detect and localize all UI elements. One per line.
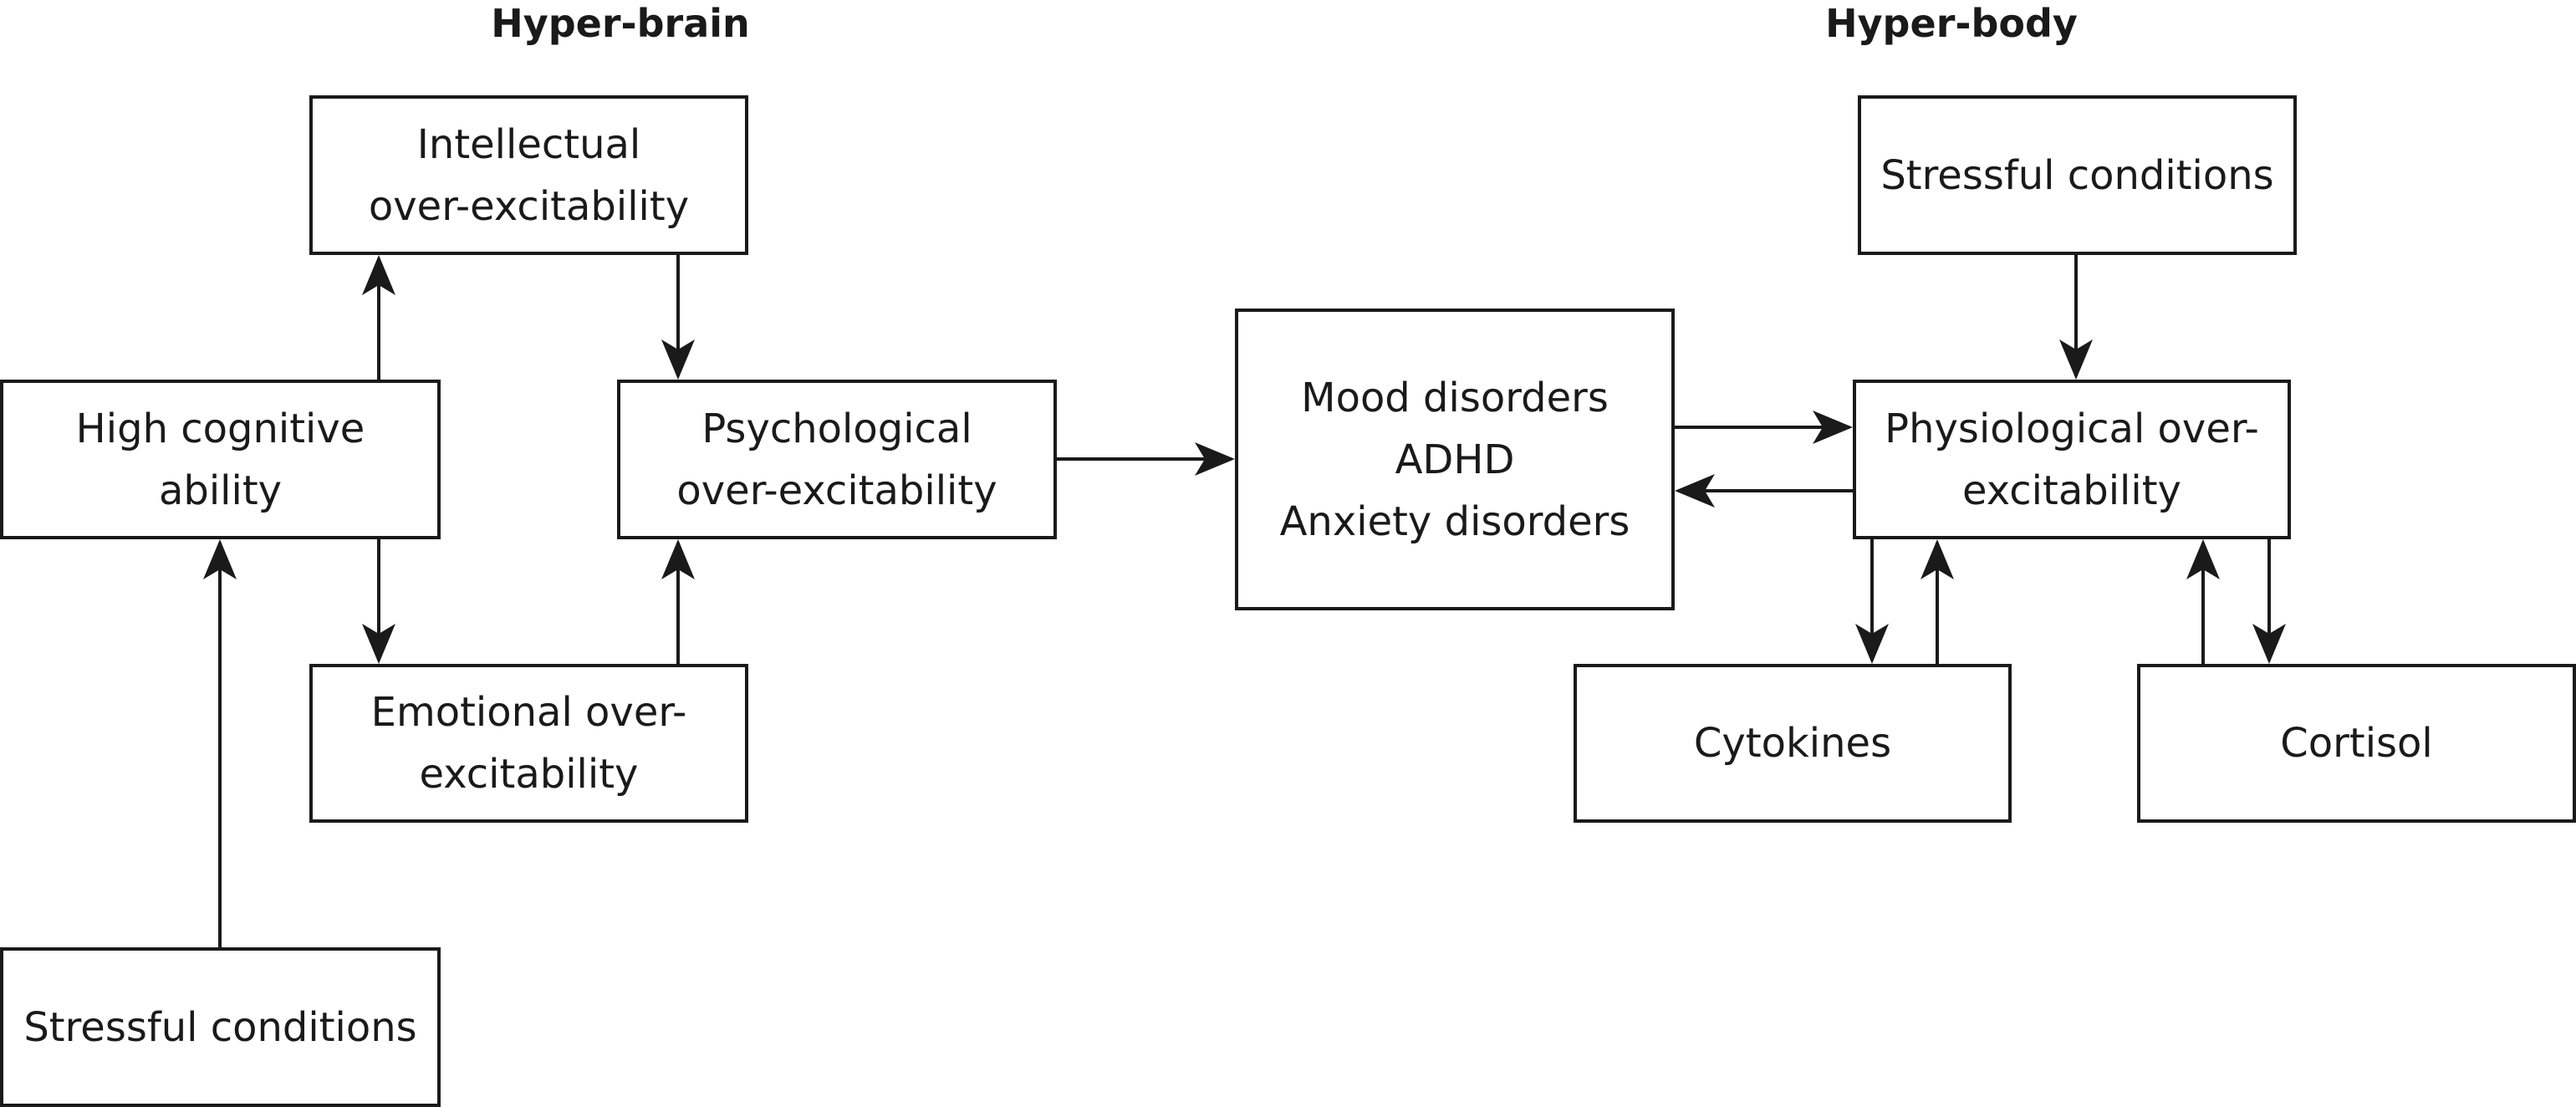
high-cognitive-ability-box: High cognitive ability	[0, 380, 441, 539]
cytokines-box: Cytokines	[1574, 664, 2012, 823]
hyper-body-heading: Hyper-body	[1825, 1, 2078, 46]
cortisol-box: Cortisol	[2137, 664, 2576, 823]
cortisol-text: Cortisol	[2280, 720, 2433, 767]
physiological-line-1: Physiological over-	[1885, 405, 2259, 452]
cytokines-text: Cytokines	[1693, 720, 1892, 767]
psychological-over-excitability-box: Psychological over-excitability	[617, 380, 1057, 539]
stressful-conditions-left-box: Stressful conditions	[0, 947, 441, 1107]
high-cognitive-line-2: ability	[158, 467, 283, 514]
emotional-line-1: Emotional over-	[370, 689, 687, 736]
mood-disorders-text: Mood disorders	[1301, 374, 1609, 421]
stressful-conditions-right-box: Stressful conditions	[1858, 95, 2297, 255]
stressful-right-line-1: Stressful conditions	[1880, 151, 2274, 199]
emotional-line-2: excitability	[419, 751, 639, 798]
disorders-box: Mood disorders ADHD Anxiety disorders	[1235, 309, 1675, 610]
intellectual-line-2: over-excitability	[368, 182, 690, 230]
anxiety-disorders-text: Anxiety disorders	[1279, 497, 1630, 545]
physiological-over-excitability-box: Physiological over- excitability	[1853, 380, 2291, 539]
adhd-text: ADHD	[1395, 436, 1515, 483]
emotional-over-excitability-box: Emotional over- excitability	[309, 664, 748, 823]
hyper-brain-heading: Hyper-brain	[491, 1, 750, 46]
high-cognitive-line-1: High cognitive	[75, 405, 365, 452]
intellectual-line-1: Intellectual	[416, 120, 641, 168]
psychological-line-1: Psychological	[701, 405, 972, 452]
stressful-left-line-1: Stressful conditions	[23, 1003, 417, 1051]
intellectual-over-excitability-box: Intellectual over-excitability	[309, 95, 748, 255]
psychological-line-2: over-excitability	[676, 467, 997, 514]
physiological-line-2: excitability	[1962, 467, 2181, 514]
